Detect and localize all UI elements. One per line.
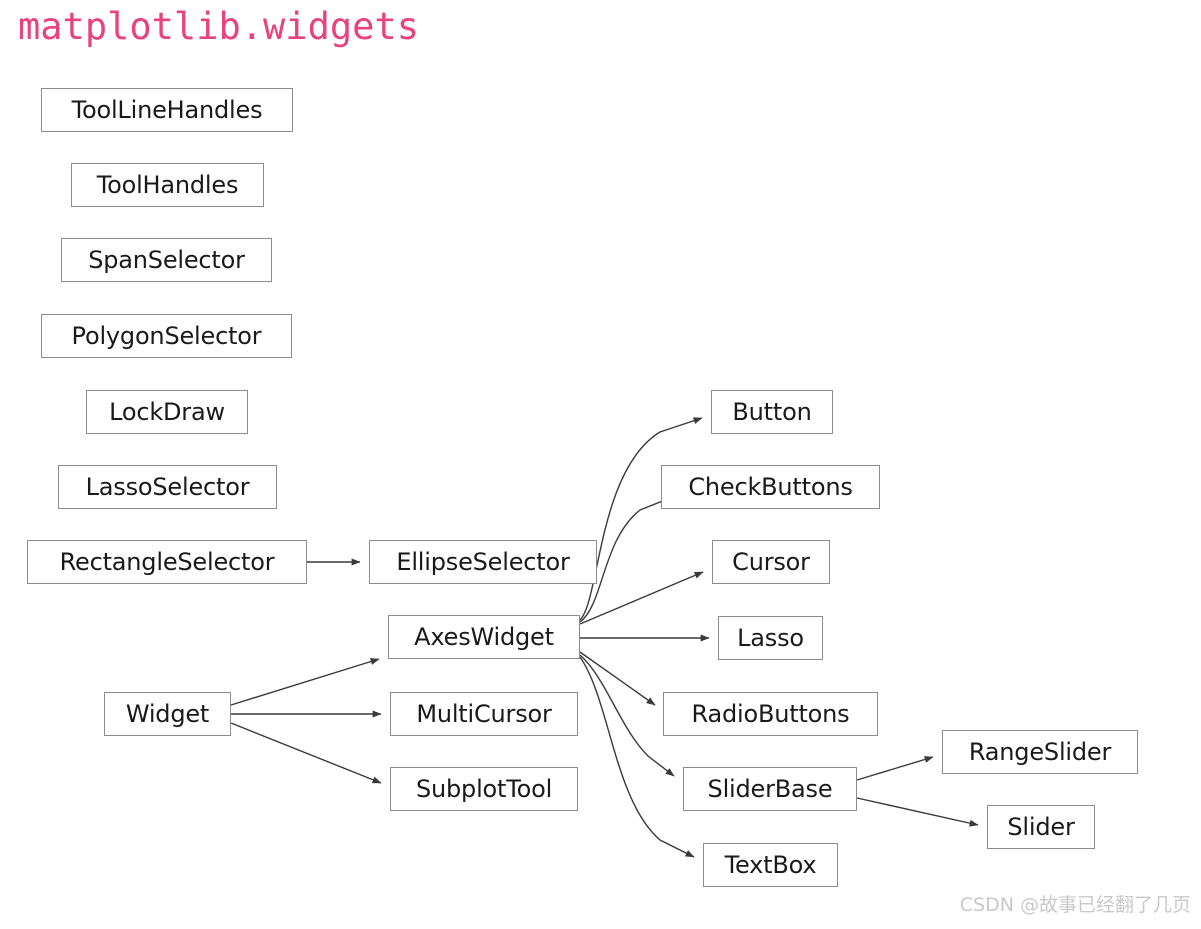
- class-node-checkbuttons[interactable]: CheckButtons: [661, 465, 880, 509]
- edge-axeswidget-to-radiobuttons: [579, 651, 656, 706]
- class-node-toollinehandles[interactable]: ToolLineHandles: [41, 88, 293, 132]
- class-node-textbox[interactable]: TextBox: [703, 843, 838, 887]
- edge-sliderbase-to-rangeslider: [856, 756, 934, 781]
- edge-widget-to-axeswidget: [230, 658, 380, 706]
- class-node-multicursor[interactable]: MultiCursor: [390, 692, 578, 736]
- class-node-lasso[interactable]: Lasso: [718, 616, 823, 660]
- class-node-sliderbase[interactable]: SliderBase: [683, 767, 857, 811]
- watermark-text: CSDN @故事已经翻了几页: [959, 894, 1191, 916]
- edge-axeswidget-to-button: [579, 417, 703, 621]
- class-node-toolhandles[interactable]: ToolHandles: [71, 163, 264, 207]
- class-node-rectangleselector[interactable]: RectangleSelector: [27, 540, 307, 584]
- class-node-spanselector[interactable]: SpanSelector: [61, 238, 272, 282]
- edge-axeswidget-to-cursor: [579, 571, 704, 625]
- class-node-radiobuttons[interactable]: RadioButtons: [663, 692, 878, 736]
- class-node-lockdraw[interactable]: LockDraw: [86, 390, 248, 434]
- class-node-lassoselector[interactable]: LassoSelector: [58, 465, 277, 509]
- edge-sliderbase-to-slider: [856, 797, 979, 827]
- edge-axeswidget-to-textbox: [579, 656, 695, 858]
- class-node-rangeslider[interactable]: RangeSlider: [942, 730, 1138, 774]
- class-node-button[interactable]: Button: [711, 390, 833, 434]
- class-node-slider[interactable]: Slider: [987, 805, 1095, 849]
- class-node-polygonselector[interactable]: PolygonSelector: [41, 314, 292, 358]
- edge-widget-to-subplottool: [230, 722, 382, 784]
- class-node-widget[interactable]: Widget: [104, 692, 231, 736]
- edge-axeswidget-to-sliderbase: [579, 654, 675, 777]
- class-node-subplottool[interactable]: SubplotTool: [390, 767, 578, 811]
- page-title: matplotlib.widgets: [18, 5, 419, 48]
- class-node-ellipseselector[interactable]: EllipseSelector: [369, 540, 597, 584]
- class-node-axeswidget[interactable]: AxesWidget: [388, 615, 580, 659]
- class-node-cursor[interactable]: Cursor: [712, 540, 830, 584]
